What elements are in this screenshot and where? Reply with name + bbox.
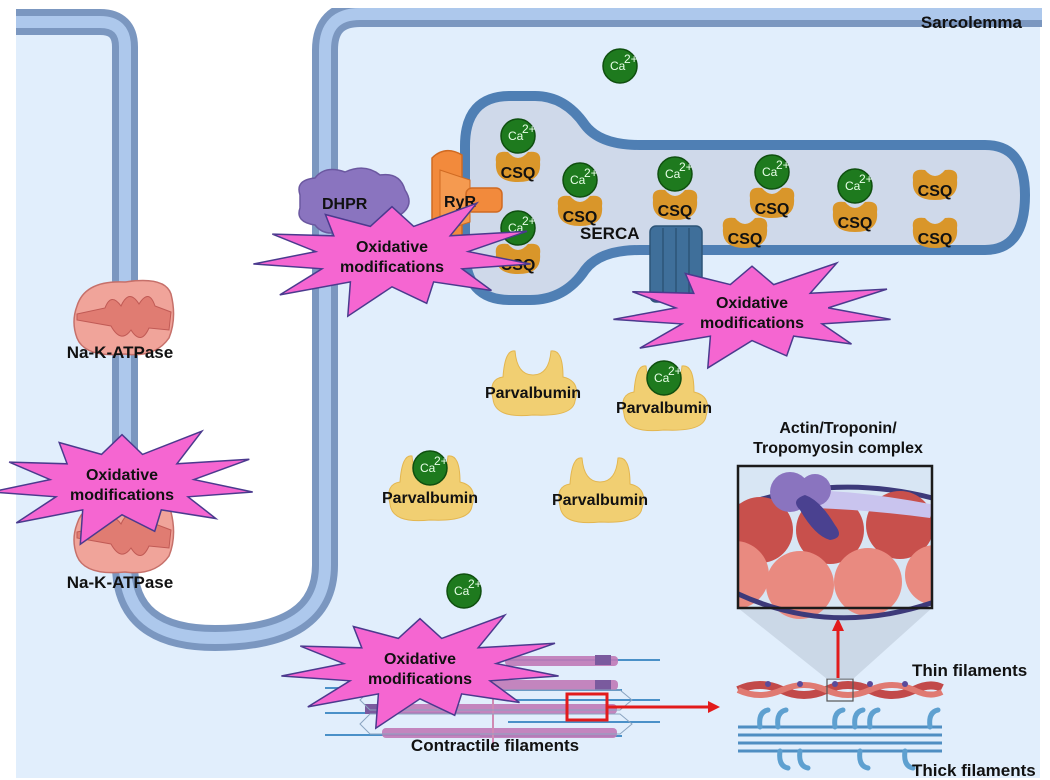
oxidative-label-line2: modifications	[340, 259, 444, 276]
na-k-atpase-bottom-label: Na-K-ATPase	[67, 573, 173, 592]
complex-label-line2: Tropomyosin complex	[753, 440, 923, 457]
csq-protein: CSQ	[912, 169, 958, 200]
csq-protein: CSQ	[557, 195, 603, 226]
dhpr-label: DHPR	[322, 196, 368, 213]
svg-text:Ca: Ca	[454, 584, 470, 598]
na-k-atpase-top	[73, 279, 175, 356]
parvalbumin-protein: Parvalbumin	[616, 365, 712, 432]
parvalbumin-label: Parvalbumin	[485, 385, 581, 402]
parvalbumin-label: Parvalbumin	[616, 400, 712, 417]
csq-protein: CSQ	[495, 151, 541, 182]
csq-label: CSQ	[728, 231, 763, 248]
oxidative-label-line1: Oxidative	[716, 295, 788, 312]
oxidative-label-line1: Oxidative	[384, 651, 456, 668]
parvalbumin-protein: Parvalbumin	[552, 457, 648, 524]
svg-text:2+: 2+	[859, 172, 873, 186]
na-k-atpase-top-label: Na-K-ATPase	[67, 343, 173, 362]
csq-label: CSQ	[755, 201, 790, 218]
thin-filament	[736, 681, 944, 699]
svg-text:Ca: Ca	[845, 179, 861, 193]
contractile-filaments-label: Contractile filaments	[411, 736, 579, 755]
svg-text:2+: 2+	[522, 122, 536, 136]
svg-text:2+: 2+	[434, 454, 448, 468]
csq-label: CSQ	[838, 215, 873, 232]
svg-text:Ca: Ca	[610, 59, 626, 73]
calcium-ion: Ca2+	[500, 210, 536, 246]
oxidative-modification-starburst: Oxidative modifications	[0, 429, 253, 546]
parvalbumin-protein: Parvalbumin	[382, 455, 478, 522]
oxidative-modification-starburst: Oxidative modifications	[281, 613, 559, 730]
calcium-ion: Ca2+	[412, 450, 448, 486]
calcium-ion: Ca2+	[602, 48, 638, 84]
calcium-ion: Ca2+	[562, 162, 598, 198]
csq-label: CSQ	[918, 183, 953, 200]
csq-label: CSQ	[918, 231, 953, 248]
actin-troponin-tropomyosin-inset	[736, 464, 934, 621]
calcium-ion: Ca2+	[500, 118, 536, 154]
csq-layer: CSQCa2+CSQCa2+CSQCa2+CSQCa2+CSQCa2+CSQCa…	[495, 118, 958, 274]
zoom-arrow-right	[607, 701, 720, 713]
csq-protein: CSQ	[912, 217, 958, 248]
zoom-funnel	[738, 608, 932, 679]
calcium-ion: Ca2+	[837, 168, 873, 204]
thick-filament	[738, 707, 942, 771]
oxidative-label-line2: modifications	[368, 671, 472, 688]
parvalbumin-label: Parvalbumin	[552, 492, 648, 509]
csq-label: CSQ	[658, 203, 693, 220]
complex-label-line1: Actin/Troponin/	[779, 420, 897, 437]
serca-label: SERCA	[580, 224, 640, 243]
calcium-ion: Ca2+	[646, 360, 682, 396]
sarcolemma-membrane	[16, 1, 1042, 652]
svg-text:2+: 2+	[584, 166, 598, 180]
oxidative-modification-starburst: Oxidative modifications	[253, 201, 531, 318]
oxidative-label-line1: Oxidative	[356, 239, 428, 256]
svg-text:Ca: Ca	[420, 461, 436, 475]
csq-protein: CSQ	[832, 201, 878, 232]
svg-text:2+: 2+	[776, 158, 790, 172]
outer-margin	[0, 20, 16, 780]
svg-text:Ca: Ca	[762, 165, 778, 179]
svg-text:Ca: Ca	[654, 371, 670, 385]
sarcolemma-label: Sarcolemma	[921, 13, 1023, 32]
csq-protein: CSQ	[749, 187, 795, 218]
thin-filaments-label: Thin filaments	[912, 661, 1027, 680]
calcium-ion: Ca2+	[657, 156, 693, 192]
parvalbumin-label: Parvalbumin	[382, 490, 478, 507]
csq-label: CSQ	[501, 165, 536, 182]
thick-filaments-label: Thick filaments	[912, 761, 1036, 780]
calcium-ion: Ca2+	[446, 573, 482, 609]
parvalbumin-layer: ParvalbuminParvalbuminCa2+ParvalbuminCa2…	[382, 350, 712, 524]
oxidative-label-line2: modifications	[70, 487, 174, 504]
zoom-arrow-up	[832, 618, 844, 678]
parvalbumin-protein: Parvalbumin	[485, 350, 581, 417]
svg-text:2+: 2+	[624, 52, 638, 66]
oxidative-modification-starburst: Oxidative modifications	[613, 261, 891, 370]
csq-label: CSQ	[563, 209, 598, 226]
svg-text:Ca: Ca	[665, 167, 681, 181]
csq-protein: CSQ	[652, 189, 698, 220]
calcium-ion: Ca2+	[754, 154, 790, 190]
oxidative-label-line1: Oxidative	[86, 467, 158, 484]
oxidative-label-line2: modifications	[700, 315, 804, 332]
oxidative-modifications-layer: OxidativemodificationsOxidativemodificat…	[0, 201, 891, 730]
svg-text:2+: 2+	[522, 214, 536, 228]
svg-text:2+: 2+	[668, 364, 682, 378]
svg-text:2+: 2+	[679, 160, 693, 174]
svg-text:2+: 2+	[468, 577, 482, 591]
svg-text:Ca: Ca	[570, 173, 586, 187]
svg-text:Ca: Ca	[508, 129, 524, 143]
csq-protein: CSQ	[722, 217, 768, 248]
